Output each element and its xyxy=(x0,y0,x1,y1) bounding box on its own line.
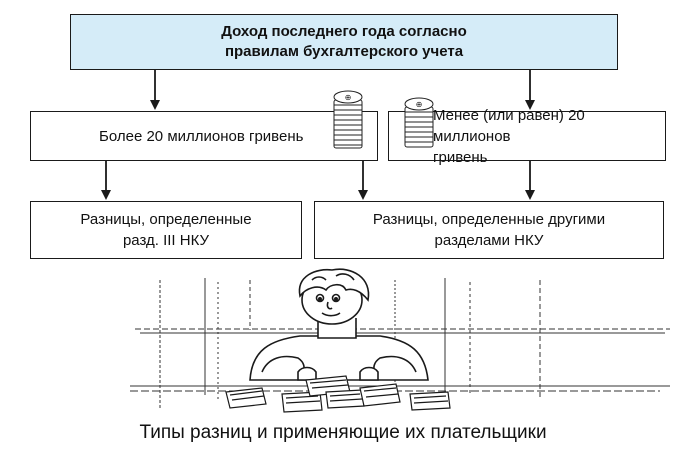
under-20m-text: Менее (или равен) 20 миллионов гривень xyxy=(433,106,585,166)
over-20m-text: Более 20 миллионов гривень xyxy=(99,127,304,145)
sketch-guide-lines xyxy=(130,278,670,408)
income-rule-text: Доход последнего года согласно правилам … xyxy=(221,23,467,60)
svg-text:⊕: ⊕ xyxy=(345,93,352,102)
section-iii-differences-box: Разницы, определенные разд. III НКУ xyxy=(30,201,302,259)
section-iii-differences-text: Разницы, определенные разд. III НКУ xyxy=(80,211,252,249)
over-20m-box: Более 20 миллионов гривень xyxy=(30,111,378,161)
income-rule-box: Доход последнего года согласно правилам … xyxy=(70,14,618,70)
other-sections-differences-box: Разницы, определенные другими разделами … xyxy=(314,201,664,259)
person-counting-money-icon xyxy=(249,268,429,381)
other-sections-differences-text: Разницы, определенные другими разделами … xyxy=(372,211,606,249)
under-20m-box: Менее (или равен) 20 миллионов гривень xyxy=(388,107,666,166)
svg-text:⊕: ⊕ xyxy=(416,100,423,109)
diagram-caption: Типы разниц и применяющие их плательщики xyxy=(139,422,547,443)
money-bundle-icon xyxy=(225,375,451,413)
